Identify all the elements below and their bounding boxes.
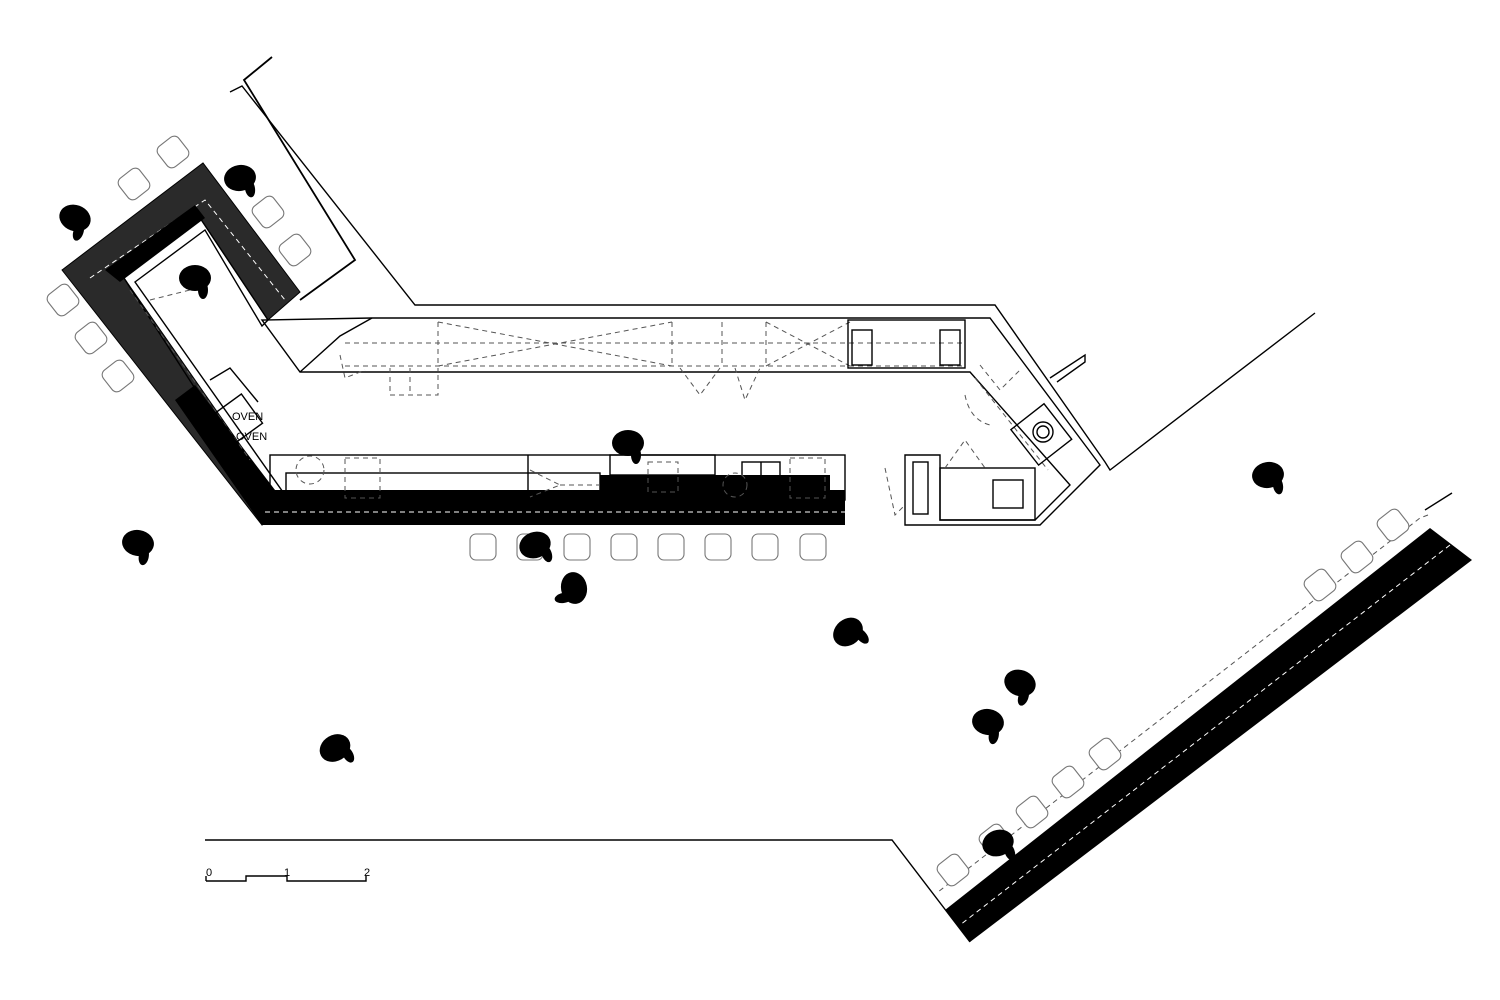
person-silhouette [833,617,869,647]
stool [936,853,970,887]
scale-tick-2: 2 [364,867,370,879]
service-bar: OVEN OVEN [61,162,846,526]
stool [156,135,190,169]
stool [278,233,312,267]
stool [74,321,108,355]
person-silhouette [612,430,644,464]
person-silhouette [59,204,91,241]
person-silhouette [982,829,1016,861]
stool [657,533,685,561]
building-outline [229,56,1316,472]
stool [469,533,497,561]
person-silhouette [319,734,355,763]
person-silhouette [1004,669,1036,706]
person-silhouette [179,265,211,299]
stool [251,195,285,229]
stool [704,533,732,561]
stool [1088,737,1122,771]
person-silhouette [1252,461,1284,495]
person-silhouette [122,529,154,566]
stool [1303,568,1337,602]
scale-tick-0: 0 [206,867,212,879]
stool [1015,795,1049,829]
stool [1340,540,1374,574]
scale-bar: 0 1 2 [205,867,370,882]
people [59,164,1284,861]
back-counter [260,317,1101,526]
stools [46,135,1410,887]
right-counter [205,492,1472,943]
stool [117,167,151,201]
stool [46,283,80,317]
oven-label-top: OVEN [232,411,263,423]
stool [101,359,135,393]
oven-label-bottom: OVEN [236,431,267,443]
person-silhouette [554,572,588,604]
stool [563,533,591,561]
person-silhouette [972,708,1004,745]
person-silhouette [519,531,553,563]
stool [751,533,779,561]
stool [799,533,827,561]
stool [610,533,638,561]
scale-tick-1: 1 [284,867,290,879]
stool [1051,765,1085,799]
person-silhouette [224,164,256,198]
stool [1376,508,1410,542]
